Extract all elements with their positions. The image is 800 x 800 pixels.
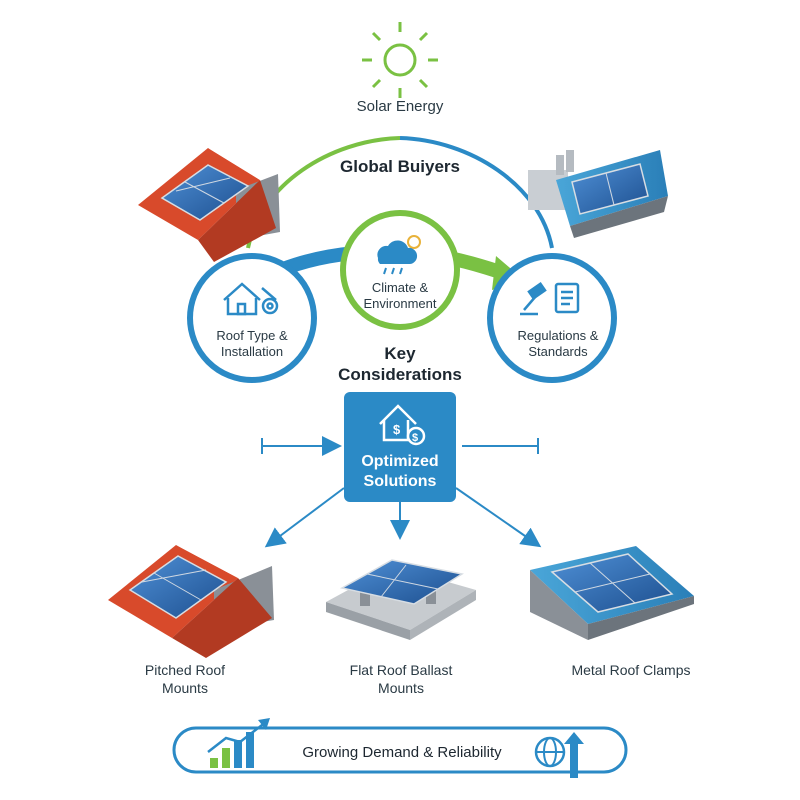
globe-arrows-icon xyxy=(534,732,584,778)
optimized-solutions-box xyxy=(344,392,456,502)
key-considerations-line2: Considerations xyxy=(338,365,462,385)
optimized-solutions-line2: Solutions xyxy=(363,473,437,490)
flat-roof-caption: Flat Roof Ballast Mounts xyxy=(316,662,486,697)
regulations-line2: Standards xyxy=(528,344,588,360)
arc-blue xyxy=(399,136,554,249)
regulations-circle xyxy=(487,253,617,383)
growth-bar-chart-icon xyxy=(207,718,270,768)
svg-text:$: $ xyxy=(412,432,418,444)
regulations-line1: Regulations & xyxy=(517,328,599,343)
cloud-sun-icon xyxy=(377,235,421,275)
sun-icon xyxy=(362,22,438,98)
optimized-solutions-title: Optimized Solutions xyxy=(344,452,456,492)
svg-text:$: $ xyxy=(393,422,401,437)
growing-demand-label: Growing Demand & Reliability xyxy=(302,744,502,761)
house-dollar-icon: $ $ xyxy=(379,404,426,446)
flat-roof-caption-line1: Flat Roof Ballast xyxy=(349,662,453,678)
metal-roof-factory-image-top xyxy=(528,150,668,238)
climate-label-line1: Climate & xyxy=(371,280,429,295)
roof-type-line1: Roof Type & xyxy=(216,328,288,343)
arrow-to-pitched xyxy=(264,487,345,548)
roof-type-line2: Installation xyxy=(220,344,284,360)
optimized-solutions-line1: Optimized xyxy=(361,453,439,470)
gavel-document-icon xyxy=(520,281,580,316)
metal-roof-caption: Metal Roof Clamps xyxy=(536,662,726,680)
key-considerations-line1: Key xyxy=(384,344,416,363)
regulations-label: Regulations & Standards xyxy=(492,328,624,361)
pitched-roof-caption: Pitched Roof Mounts xyxy=(110,662,260,697)
key-considerations-title: Key Considerations xyxy=(310,343,490,386)
solar-energy-label: Solar Energy xyxy=(356,98,444,115)
roof-type-label: Roof Type & Installation xyxy=(188,328,316,361)
global-buyers-title: Global Buiyers xyxy=(340,157,460,176)
pitched-roof-caption-line2: Mounts xyxy=(162,679,208,696)
arrow-to-metal xyxy=(455,487,542,548)
house-gear-icon xyxy=(223,282,279,316)
metal-roof-caption-line1: Metal Roof Clamps xyxy=(571,662,691,678)
pitched-roof-image-top xyxy=(138,148,280,262)
roof-type-circle xyxy=(187,253,317,383)
flat-roof-caption-line2: Mounts xyxy=(378,679,424,696)
climate-label-line2: Environment xyxy=(363,296,437,312)
footer-banner xyxy=(172,726,628,774)
climate-label: Climate & Environment xyxy=(330,280,470,313)
flat-roof-ballast-image xyxy=(326,559,476,640)
pitched-roof-image xyxy=(108,545,274,658)
pitched-roof-caption-line1: Pitched Roof xyxy=(144,662,226,678)
climate-circle xyxy=(340,210,460,330)
metal-roof-image xyxy=(530,546,694,640)
